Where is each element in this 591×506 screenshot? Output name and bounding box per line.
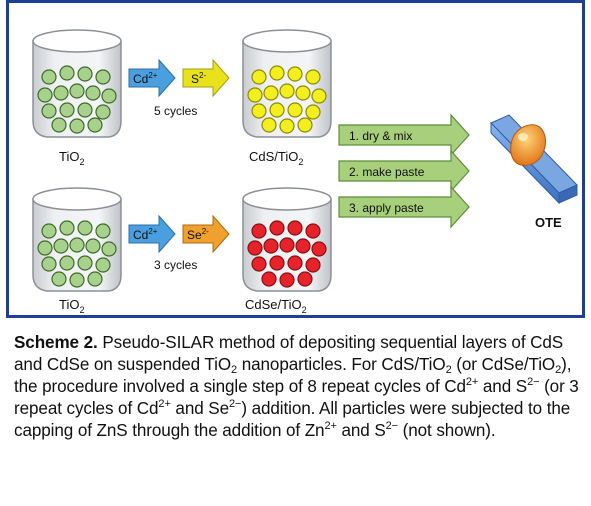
label-cds-tio2: CdS/TiO2 <box>249 149 303 167</box>
beaker-tio2-top <box>32 29 122 138</box>
beaker-tio2-bottom <box>32 187 122 292</box>
cd-arrow-bottom: Cd2+ <box>128 214 176 254</box>
label-ote: OTE <box>535 215 562 230</box>
svg-text:Cd2+: Cd2+ <box>133 71 158 86</box>
step-arrow-3: 3. apply paste <box>338 185 470 229</box>
label-tio2-top: TiO2 <box>59 149 84 167</box>
svg-text:Se2-: Se2- <box>187 227 209 242</box>
beaker-cdse <box>242 187 332 292</box>
cycles-bottom: 3 cycles <box>154 258 197 272</box>
scheme-caption: Scheme 2. Pseudo-SILAR method of deposit… <box>14 333 579 440</box>
tio2-particles-bottom <box>37 220 117 288</box>
svg-text:Cd2+: Cd2+ <box>133 227 158 242</box>
tio2-particles <box>37 65 117 134</box>
paste-drop <box>510 124 547 166</box>
step-arrow-2: 2. make paste <box>338 149 470 193</box>
s-arrow-top: S2- <box>182 58 230 98</box>
svg-text:1. dry & mix: 1. dry & mix <box>349 129 412 143</box>
step-arrow-1: 1. dry & mix <box>338 113 470 157</box>
scheme-figure: TiO2 Cd2+ S2- 5 cycles CdS/TiO2 TiO2 <box>6 0 585 318</box>
caption-label: Scheme 2. <box>14 333 98 352</box>
svg-text:3. apply paste: 3. apply paste <box>349 201 424 215</box>
se-arrow-bottom: Se2- <box>182 214 230 254</box>
label-tio2-bottom: TiO2 <box>59 297 84 315</box>
cds-particles <box>247 65 327 134</box>
cdse-particles <box>247 220 327 288</box>
cd-arrow-top: Cd2+ <box>128 58 176 98</box>
svg-text:2. make paste: 2. make paste <box>349 165 425 179</box>
label-cdse-tio2: CdSe/TiO2 <box>245 297 307 315</box>
svg-text:S2-: S2- <box>191 71 206 86</box>
cycles-top: 5 cycles <box>154 104 197 118</box>
beaker-cds <box>242 29 332 138</box>
scheme-diagram: TiO2 Cd2+ S2- 5 cycles CdS/TiO2 TiO2 <box>32 29 578 315</box>
